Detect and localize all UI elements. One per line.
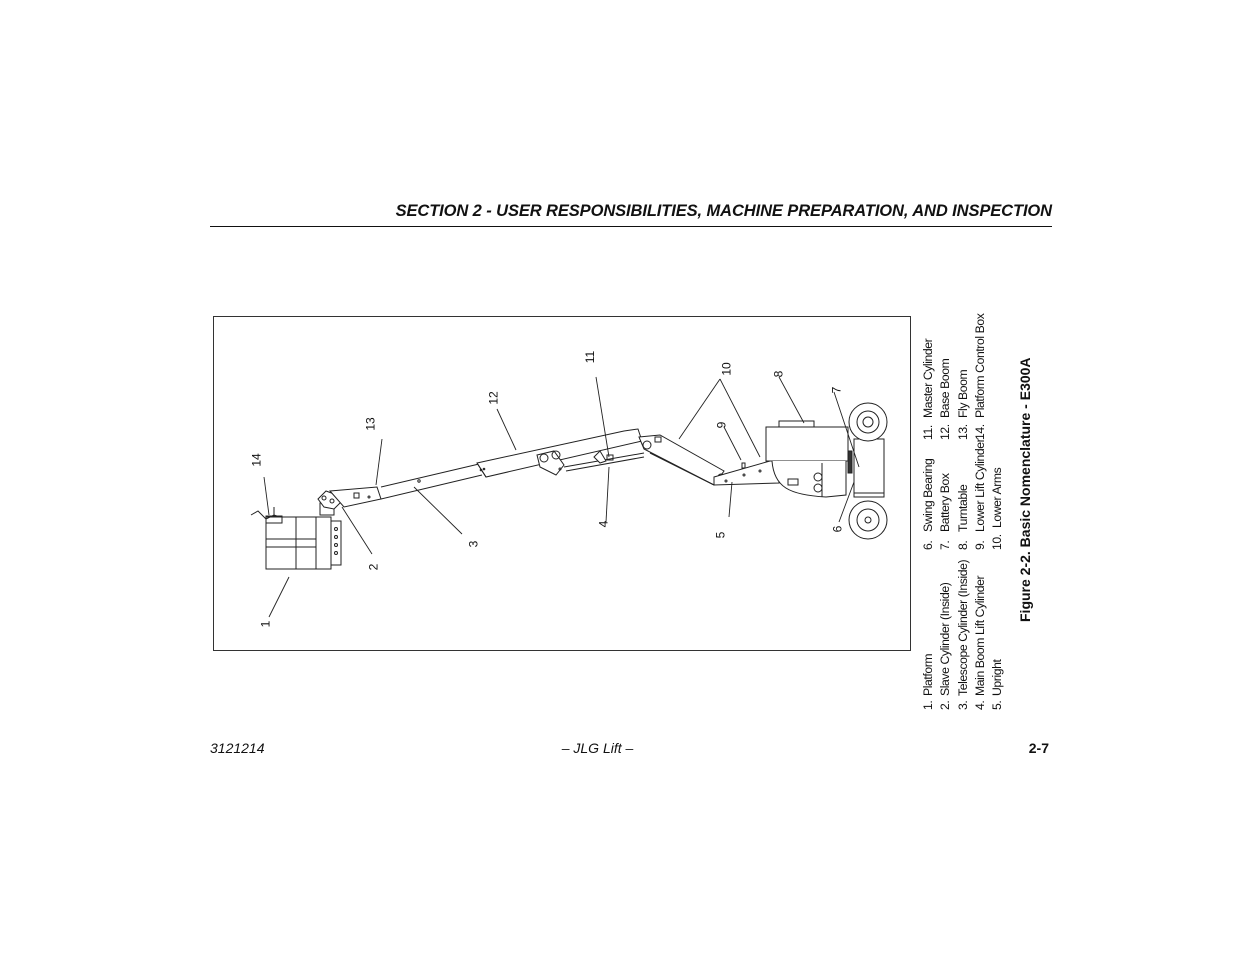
callout-4: 4: [596, 520, 611, 528]
legend-item: 2.Slave Cylinder (Inside): [938, 582, 953, 710]
callout-2: 2: [366, 563, 381, 571]
callout-13: 13: [363, 417, 378, 431]
legend-column-3: 11.Master Cylinder 12.Base Boom 13.Fly B…: [920, 314, 989, 440]
callout-9: 9: [714, 421, 729, 429]
rotator-drawing: [317, 490, 343, 516]
callout-5: 5: [713, 531, 728, 539]
callout-leaders: [263, 376, 860, 618]
turntable-drawing: [765, 420, 849, 498]
legend-item: 11.Master Cylinder: [921, 338, 935, 440]
header-divider: [210, 226, 1052, 227]
legend-item: 9.Lower Lift Cylinder: [972, 438, 987, 550]
legend-item: 7.Battery Box: [938, 473, 953, 550]
callout-8: 8: [771, 370, 786, 378]
legend-item: 13.Fly Boom: [955, 369, 970, 440]
main-lift-cylinder-drawing: [563, 450, 645, 472]
callout-3: 3: [466, 540, 481, 548]
legend-item: 8.Turntable: [955, 484, 970, 550]
legend-item: 5.Upright: [990, 659, 1005, 711]
boom-lift-drawing: [250, 376, 888, 618]
legend-item: 6.Swing Bearing: [921, 458, 935, 550]
section-header-title: SECTION 2 - USER RESPONSIBILITIES, MACHI…: [395, 202, 1053, 220]
footer-publisher: – JLG Lift –: [561, 740, 634, 756]
fly-boom-drawing: [328, 463, 483, 508]
base-boom-drawing: [476, 428, 643, 478]
legend-item: 10.Lower Arms: [990, 467, 1005, 550]
chassis-drawing: [853, 438, 885, 498]
platform-drawing: [250, 507, 342, 570]
swing-bearing-drawing: [847, 450, 853, 474]
callout-11: 11: [583, 350, 598, 364]
figure-caption: Figure 2-2. Basic Nomenclature - E300A: [1017, 357, 1033, 622]
callout-7: 7: [829, 386, 844, 394]
callout-6: 6: [830, 525, 845, 533]
legend-item: 14.Platform Control Box: [972, 313, 987, 440]
wheels-drawing: [848, 402, 888, 540]
legend-column-2: 6.Swing Bearing 7.Battery Box 8.Turntabl…: [920, 439, 1006, 550]
legend-item: 12.Base Boom: [938, 358, 953, 440]
legend-item: 4.Main Boom Lift Cylinder: [972, 575, 987, 710]
legend-column-1: 1.Platform 2.Slave Cylinder (Inside) 3.T…: [920, 560, 1006, 710]
figure-illustration-frame: 1 2 3 4 5 6 7 8 9 10 11 12 13 14: [213, 316, 911, 651]
upright-drawing: [713, 460, 780, 486]
lower-arms-drawing: [638, 434, 725, 486]
callout-10: 10: [719, 362, 734, 376]
callout-12: 12: [486, 391, 501, 405]
legend-item: 1.Platform: [921, 653, 935, 710]
callout-14: 14: [249, 453, 264, 467]
callout-1: 1: [258, 620, 273, 628]
legend-item: 3.Telescope Cylinder (Inside): [955, 559, 970, 710]
footer-page-number: 2-7: [1028, 740, 1049, 756]
footer-doc-number: 3121214: [210, 740, 265, 756]
